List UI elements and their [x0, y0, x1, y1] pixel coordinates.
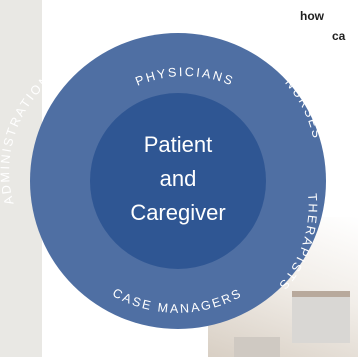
- center-label-line-1: Patient: [144, 132, 213, 157]
- text-line-1: how: [300, 9, 324, 23]
- text-line-2: ca: [332, 29, 346, 43]
- product-package: [234, 337, 280, 357]
- product-box: [292, 291, 350, 343]
- body-text-snippet: how ca: [300, 6, 345, 46]
- center-label-line-3: Caregiver: [130, 200, 225, 225]
- center-label-line-2: and: [160, 166, 197, 191]
- inner-circle: [90, 93, 266, 269]
